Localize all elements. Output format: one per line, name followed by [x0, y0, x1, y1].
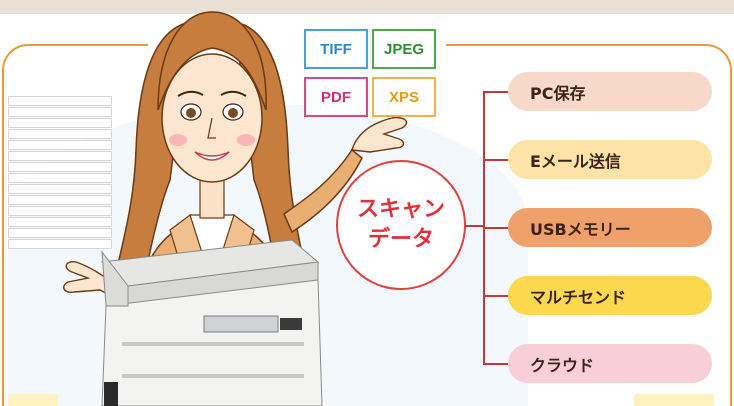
printer-illustration: [100, 239, 323, 406]
top-band: [0, 0, 734, 14]
corner-tab: [634, 394, 714, 406]
destination-cloud: クラウド: [508, 344, 712, 383]
connector-branch: [483, 159, 508, 161]
scan-data-line1: スキャン: [356, 197, 445, 222]
scan-data-line2: データ: [367, 227, 434, 252]
destination-multi-send: マルチセンド: [508, 276, 712, 315]
connector-horizontal: [465, 225, 483, 227]
destination-usb-memory: USBメモリー: [508, 208, 712, 247]
connector-branch: [483, 91, 508, 93]
destination-email-send: Eメール送信: [508, 140, 712, 179]
connector-branch: [483, 295, 508, 297]
connector-branch: [483, 227, 508, 229]
format-xps-label: XPS: [372, 77, 436, 117]
format-tiff-label: TIFF: [304, 29, 368, 69]
paper-stack-illustration: [8, 96, 116, 256]
format-jpeg-label: JPEG: [372, 29, 436, 69]
destination-pc-save: PC保存: [508, 72, 712, 111]
corner-tab: [8, 394, 58, 406]
format-pdf-label: PDF: [304, 77, 368, 117]
scan-data-circle: スキャン データ: [336, 160, 466, 290]
connector-branch: [483, 363, 508, 365]
